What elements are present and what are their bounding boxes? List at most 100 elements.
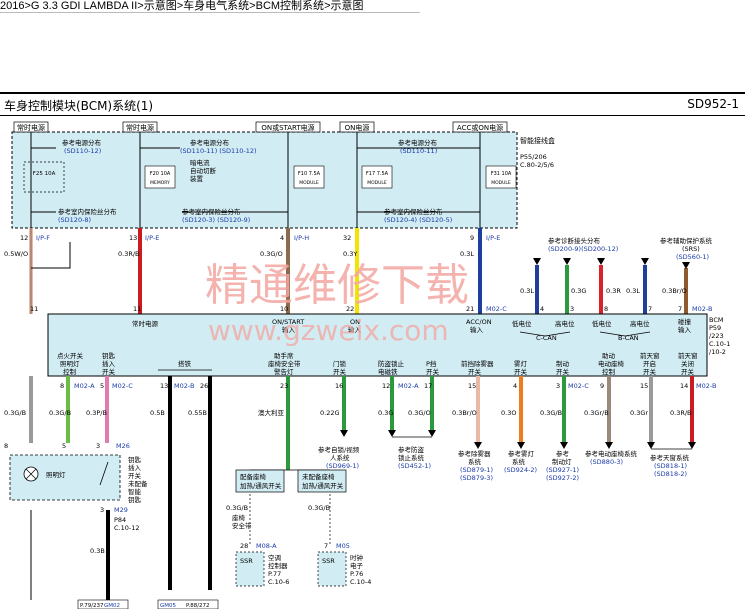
input-2-l1: 搭铁 [178,359,192,368]
diagram-title: 车身控制模块(BCM)系统(1) [4,99,154,113]
bcm-ref4: /10-2 [709,348,726,356]
bp-12-wire: 0.3R/B [670,409,692,417]
ref-ground-3-code: (SD120-4) (SD120-5) [384,216,452,224]
fuse-f10: F10 7.5A [298,171,321,177]
bcm-ref: P59 [709,324,721,332]
seat-options: 配备座椅 加热/通风开关 未配备座椅 加热/通风开关 0.3G/B 0.3G/B… [226,469,371,587]
can-l3: 低电位 [592,319,612,328]
input-3-l1: 助手席 [274,351,294,360]
bottom-pin-labels: 8 M02-A 0.3G/B 0.3G/B 5 M02-C 0.3P/B 13 … [4,382,716,417]
dark-current-3: 装置 [190,174,204,183]
srs-ref-code: (SD560-1) [676,253,709,261]
belt: 座椅 [232,513,246,522]
power-labels: 常时电源 常时电源 ON或START电源 ON电源 ACC或ON电源 [13,121,508,133]
bp-8-pin: 4 [513,382,517,390]
srs: 参考辅助保护系统 (SRS) (SD560-1) 0.3Br/O 7 M02-B [660,236,713,314]
can-p3: 3 [570,305,574,313]
wire-0.3l: 0.3L [460,250,474,258]
seat-2: 未配备座椅 [302,472,335,481]
ssr-2c: P.76 [350,570,363,578]
srs-wire: 0.3Br/O [662,287,687,295]
bp-5-wire: 0.3G [378,409,393,417]
bottom-wires [29,376,696,600]
ref-ground-2-code: (SD120-3) (SD120-9) [182,216,250,224]
breadcrumb-sep: > [137,0,144,12]
bp-12-pin: 14 [680,382,688,390]
bcm-labels: 常时电源 ON/START 输入 ON 输入 ACC/ON 输入 低电位 高电位… [132,316,730,356]
bref-3-t: 参考雾灯 [508,449,535,458]
can-p8: 8 [604,305,608,313]
can-p4: 4 [540,305,544,313]
bcm-pin-21: 21 [466,305,474,313]
breadcrumb-sep: > [324,0,331,12]
srs-ref: 参考辅助保护系统 [660,236,713,245]
bp-9-wire: 0.3G/B [540,409,562,417]
input-12-l2: 关闭 [681,359,694,368]
ssr-1d: C.10-6 [268,578,289,586]
ssr-2a: 时钟 [350,553,364,562]
breadcrumb-model[interactable]: G 3.3 GDI LAMBDA II [30,0,138,12]
breadcrumb-p2[interactable]: 车身电气系统 [183,0,250,12]
ssr-2d: C.10-4 [350,578,371,586]
bcm-on-start2: 输入 [282,325,296,334]
ground-2b: P.88/272 [186,603,210,609]
input-9-l2: 开关 [556,367,570,376]
fuse-f17: F17 7.5A [366,171,389,177]
smart-junction-label: 智能接线盒 [520,136,555,145]
bref-3-t2: 系统 [512,457,526,466]
bp-2-conn: M02-B [174,382,194,390]
input-11-l3: 开关 [643,367,657,376]
bp-11-wire: 0.3Gr [630,409,648,417]
bref-2-t2: 系统 [468,457,482,466]
bref-1-t2: 锁止系统 [398,453,425,462]
ssr-1a: 空调 [268,553,281,562]
pin-9: 9 [470,234,474,242]
input-3-l3: 警告灯 [274,367,294,376]
input-6-l2: 开关 [426,367,440,376]
breadcrumb-p1[interactable]: 示意图 [143,0,177,12]
bcm-acc-on: ACC/ON [466,318,492,326]
bref-6-c: (SD818-1) [654,462,687,470]
dark-current: 暗电流 [190,158,210,167]
bcm-on-start: ON/START [272,318,304,326]
acc-on-power: ACC或ON电源 [457,123,503,132]
input-0-l3: 控制 [63,367,77,376]
bp-2-wire2: 0.55B [188,409,207,417]
input-7-l1: 前挡除雾器 [461,359,494,368]
ref-power-3-code: (SD110-11) [400,147,437,155]
bcm-input-labels: 点火开关 照明灯 控制 钥匙 插入 开关 搭铁 助手席 座椅安全带 警告灯 门锁… [57,351,698,376]
pin-4: 4 [280,234,284,242]
can-l4: 高电位 [630,319,650,328]
ssr-2b: 电子 [350,561,364,570]
bp-0-conn: M02-A [74,382,95,390]
kb-pin-3: 3 [96,442,100,450]
can-ref-code: (SD200-9)(SD200-12) [548,245,618,253]
bref-2-t: 参考除雾器 [458,449,491,458]
input-1-l1: 钥匙 [102,351,116,360]
bp-9-pin: 3 [556,382,560,390]
input-7-l2: 开关 [468,367,482,376]
breadcrumb-year[interactable]: 2016 [0,0,25,12]
ground-1: P.79/237 [80,603,104,609]
ref-power-1-code: (SD110-12) [64,147,101,155]
bcm-conn-m02c: M02-C [486,305,507,313]
breadcrumb: 2016 > G 3.3 GDI LAMBDA II > 示意图 > 车身电气系… [0,0,420,13]
bp-australia: 澳大利亚 [258,408,285,417]
fuse-f10-sub: MODULE [299,180,319,186]
input-10-l2: 电动座椅 [598,359,625,368]
bref-0-c: (SD969-1) [326,462,359,470]
breadcrumb-p3[interactable]: BCM控制系统 [255,0,325,12]
internal-lines [30,132,481,228]
wire-0.5wo: 0.5W/O [4,250,28,258]
kb-pin-5: 5 [62,442,66,450]
bp-5-conn: M02-A [398,382,419,390]
wire-0.3rb: 0.3R/B [118,250,140,258]
always-power-1: 常时电源 [17,123,45,132]
bcm-ref2: /223 [709,332,724,340]
can-w4: 0.3L [626,287,640,295]
bp-0-pin: 8 [60,382,64,390]
input-12-l1: 前天窗 [678,351,698,360]
can-w2: 0.3G [571,287,586,295]
bcm-pin-22: 22 [346,305,354,313]
